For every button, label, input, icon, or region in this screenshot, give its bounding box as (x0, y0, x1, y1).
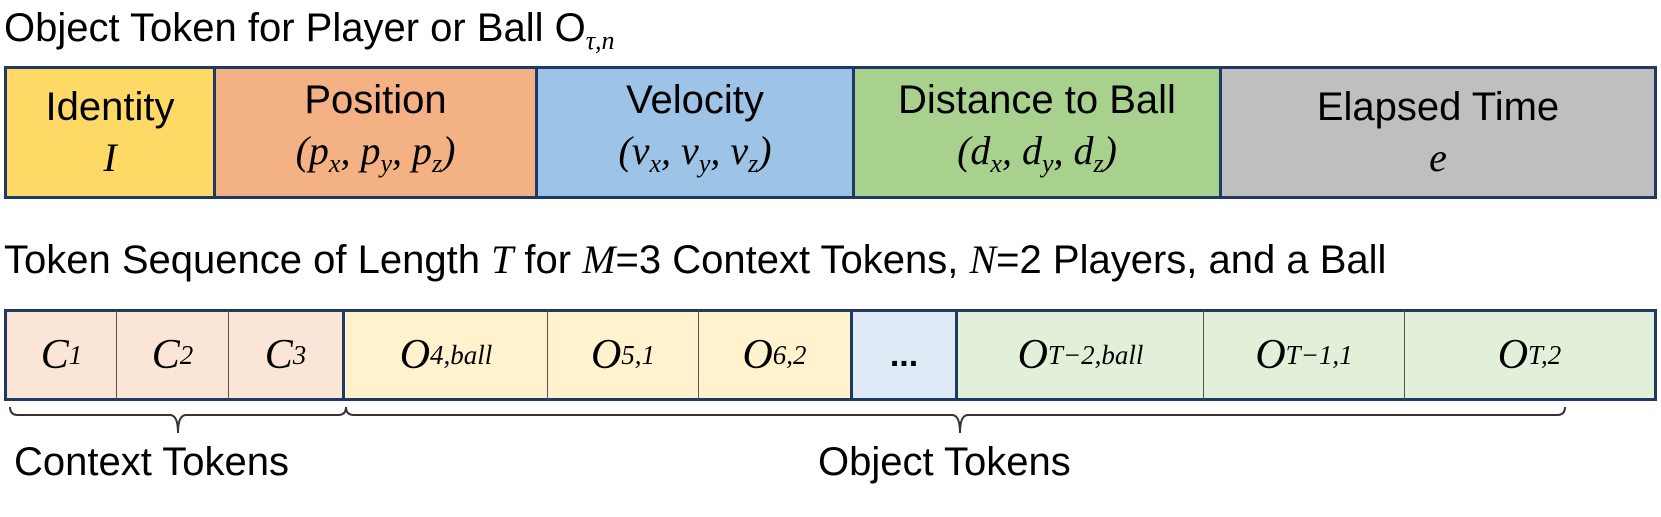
sequence-title-part: =2 Players, and a Ball (996, 238, 1387, 282)
attribute-name: Elapsed Time (1316, 84, 1560, 129)
context-tokens-label: Context Tokens (14, 440, 289, 484)
sequence-title-M: M (582, 237, 616, 282)
object-token-attributes: Identity I Position (px, py, pz) Velocit… (4, 66, 1657, 199)
object-token-title-text: Object Token for Player or Ball O (4, 6, 586, 50)
group-braces (9, 406, 1566, 434)
attribute-name: Distance to Ball (898, 78, 1176, 122)
sequence-title-T: T (491, 237, 514, 282)
attribute-formula: (vx, vy, vz) (618, 128, 772, 178)
object-brace (345, 406, 1566, 434)
attribute-symbol: e (1429, 134, 1447, 180)
sequence-title-part: Token Sequence of Length (4, 238, 492, 282)
attribute-elapsed-time: Elapsed Time e (1219, 66, 1657, 199)
attribute-distance-to-ball: Distance to Ball (dx, dy, dz) (852, 66, 1222, 199)
attribute-name: Identity (45, 84, 175, 129)
token-sequence-title: Token Sequence of Length T for M=3 Conte… (4, 236, 1386, 284)
ellipsis-token: ... (850, 309, 955, 401)
attribute-velocity: Velocity (vx, vy, vz) (535, 66, 855, 199)
attribute-symbol: I (103, 134, 117, 180)
attribute-name: Velocity (626, 78, 764, 122)
attribute-name: Position (304, 78, 447, 122)
sequence-title-N: N (969, 237, 997, 282)
attribute-formula: (px, py, pz) (295, 128, 456, 178)
attribute-identity: Identity I (4, 66, 216, 199)
attribute-position: Position (px, py, pz) (213, 66, 538, 199)
object-token-title-subscript: τ,n (585, 26, 615, 55)
object-tokens-label: Object Tokens (818, 440, 1071, 484)
sequence-title-part: for (513, 238, 583, 282)
attribute-formula: (dx, dy, dz) (957, 128, 1117, 178)
object-token-title: Object Token for Player or Ball Oτ,n (4, 4, 615, 65)
context-brace (9, 406, 347, 434)
sequence-title-part: =3 Context Tokens, (615, 238, 970, 282)
